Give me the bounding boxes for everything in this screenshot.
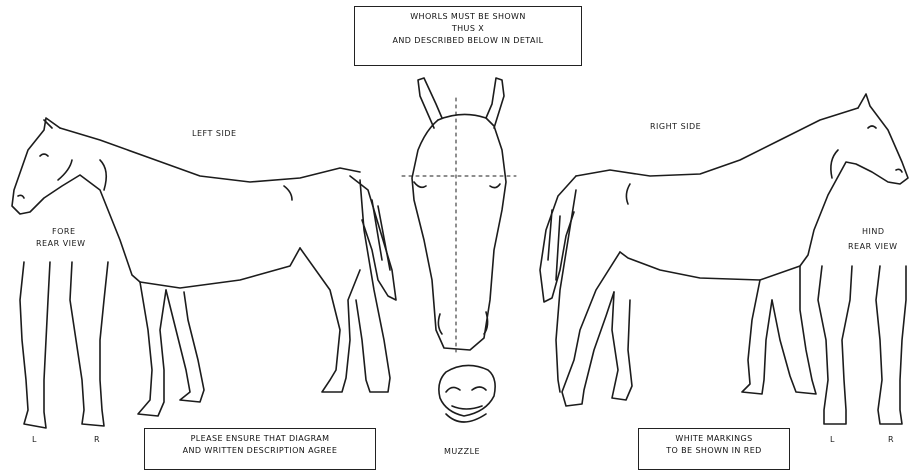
- whorls-note-line-1: WHORLS MUST BE SHOWN: [355, 11, 581, 23]
- right-side-label: RIGHT SIDE: [650, 121, 701, 132]
- white-markings-note-line-1: WHITE MARKINGS: [639, 433, 789, 445]
- ensure-note-box: PLEASE ENSURE THAT DIAGRAM AND WRITTEN D…: [144, 428, 376, 470]
- fore-left-leg-label: L: [32, 434, 37, 445]
- whorls-note-line-3: AND DESCRIBED BELOW IN DETAIL: [355, 35, 581, 47]
- white-markings-note-box: WHITE MARKINGS TO BE SHOWN IN RED: [638, 428, 790, 470]
- hind-label: HIND: [862, 226, 885, 237]
- ensure-note-line-2: AND WRITTEN DESCRIPTION AGREE: [145, 445, 375, 457]
- left-side-horse-outline: [12, 118, 396, 416]
- hind-left-leg-label: L: [830, 434, 835, 445]
- head-front-view-outline: [402, 78, 516, 352]
- white-markings-note-line-2: TO BE SHOWN IN RED: [639, 445, 789, 457]
- fore-rear-view-label: REAR VIEW: [36, 238, 85, 249]
- fore-right-leg-label: R: [94, 434, 100, 445]
- hind-rear-view-label: REAR VIEW: [848, 241, 897, 252]
- ensure-note-line-1: PLEASE ENSURE THAT DIAGRAM: [145, 433, 375, 445]
- fore-label: FORE: [52, 226, 76, 237]
- hind-right-leg-label: R: [888, 434, 894, 445]
- hind-rear-view-legs: [818, 266, 906, 424]
- muzzle-label: MUZZLE: [444, 446, 480, 457]
- muzzle-outline: [439, 365, 495, 422]
- left-side-label: LEFT SIDE: [192, 128, 237, 139]
- whorls-note-box: WHORLS MUST BE SHOWN THUS X AND DESCRIBE…: [354, 6, 582, 66]
- whorls-note-line-2: THUS X: [355, 23, 581, 35]
- fore-rear-view-legs: [20, 262, 108, 428]
